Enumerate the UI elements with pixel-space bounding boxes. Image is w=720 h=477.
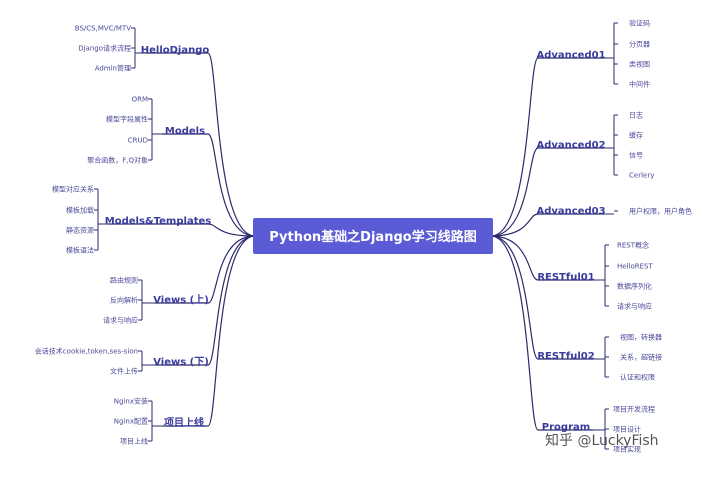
leaf-item: 验证码 <box>629 19 650 28</box>
leaf-item: 请求与响应 <box>103 316 138 325</box>
branch-restful02: RESTful02 <box>537 351 594 362</box>
leaf-item: 项目实现 <box>613 445 641 454</box>
leaf-item: 用户权限，用户角色 <box>629 207 692 216</box>
leaf-item: HelloREST <box>617 263 653 271</box>
branch-hellodjango: HelloDjango <box>141 45 210 56</box>
branch-models-templates: Models&Templates <box>105 216 211 227</box>
branch-views-2: Views (下) <box>153 356 209 368</box>
leaf-item: 会话技术cookie,token,ses-sion <box>35 347 138 356</box>
leaf-item: 路由规则 <box>110 276 138 285</box>
connector-right-0 <box>490 57 539 237</box>
leaf-item: 类视图 <box>629 60 650 69</box>
connector-right-1 <box>490 147 539 237</box>
leaf-item: BS/CS,MVC/MTV <box>75 25 131 33</box>
leaf-item: 模板加载 <box>66 206 94 215</box>
connector-left-3 <box>207 235 256 304</box>
connector-left-2 <box>207 223 256 237</box>
leaf-item: 模型字段属性 <box>106 115 148 124</box>
leaf-item: 分页器 <box>629 40 650 49</box>
leaf-item: 认证和权限 <box>620 373 655 382</box>
leaf-item: REST概念 <box>617 241 649 250</box>
leaf-item: Nginx安装 <box>114 397 148 406</box>
connector-layer <box>108 52 604 431</box>
leaf-item: Django请求流程 <box>78 44 131 53</box>
connector-left-1 <box>207 133 256 237</box>
leaf-item: 请求与响应 <box>617 302 652 311</box>
connector-left-4 <box>207 235 256 366</box>
connector-right-2 <box>490 213 539 237</box>
leaf-item: 项目上线 <box>120 437 148 446</box>
leaf-item: 文件上传 <box>110 367 138 376</box>
leaf-item: 聚合函数，F,Q对象 <box>87 156 148 165</box>
leaf-item: ORM <box>132 96 148 104</box>
branch-advanced03: Advanced03 <box>536 206 605 217</box>
branch-advanced02: Advanced02 <box>536 140 605 151</box>
leaf-item: 缓存 <box>629 131 643 140</box>
leaf-item: 关系，超链接 <box>620 353 662 362</box>
branch-restful01: RESTful01 <box>537 272 594 283</box>
connector-right-4 <box>490 235 539 360</box>
leaf-item: Cerlery <box>629 172 654 180</box>
leaf-item: 视图，转换器 <box>620 333 662 342</box>
leaf-item: 反向解析 <box>110 296 138 305</box>
branch-models: Models <box>165 126 205 137</box>
leaf-layer: BS/CS,MVC/MTV Django请求流程 Admin管理 ORM 模型字段属性 C… <box>35 19 692 454</box>
branch-views-1: Views (上) <box>153 293 209 306</box>
connector-left-0 <box>207 52 256 237</box>
leaf-item: CRUD <box>128 137 148 145</box>
leaf-item: 中间件 <box>629 80 650 89</box>
branch-deploy: 项目上线 <box>164 416 204 429</box>
central-topic: Python基础之Django学习线路图 <box>269 229 476 245</box>
leaf-item: 模型对应关系 <box>52 185 94 194</box>
branch-advanced01: Advanced01 <box>536 50 605 61</box>
leaf-item: 静态资源 <box>66 226 94 235</box>
leaf-item: Nginx配置 <box>114 418 148 426</box>
leaf-item: 数据序列化 <box>617 282 652 291</box>
connector-right-3 <box>490 235 539 281</box>
central-node <box>253 218 493 254</box>
connector-right-5 <box>490 235 539 431</box>
leaf-item: 项目开发流程 <box>613 405 655 414</box>
leaf-item: Admin管理 <box>95 64 131 73</box>
leaf-item: 模板语法 <box>66 246 94 255</box>
connector-left-5 <box>207 235 256 427</box>
leaf-item: 日志 <box>629 111 643 120</box>
leaf-item: 信号 <box>629 151 643 160</box>
branch-program: Program <box>542 422 590 433</box>
leaf-item: 项目设计 <box>613 425 641 434</box>
watermark: 知乎 @LuckyFish <box>545 432 659 449</box>
